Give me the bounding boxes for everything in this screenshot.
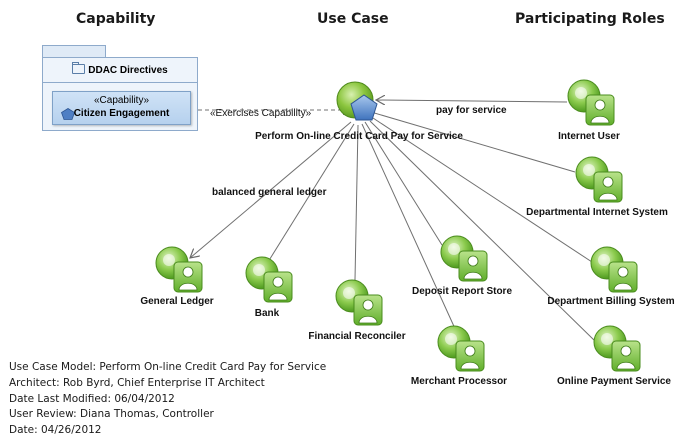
financial-reconciler-role-label: Financial Reconciler [308,331,406,342]
departmental-internet-system-role-icon[interactable] [574,155,626,205]
use-case-model-line: Use Case Model: Perform On-line Credit C… [9,361,327,373]
merchant-processor-role-label: Merchant Processor [410,376,508,387]
bank-role-icon[interactable] [244,255,296,305]
architect-line: Architect: Rob Byrd, Chief Enterprise IT… [9,376,265,389]
general-ledger-role-icon[interactable] [154,245,206,295]
ddac-directives-package[interactable]: DDAC Directives «Capability» Citizen Eng… [42,57,198,131]
date-modified-line: Date Last Modified: 06/04/2012 [9,392,175,405]
department-billing-system-role-label: Department Billing System [547,296,675,307]
online-payment-service-association[interactable] [369,120,597,343]
bank-role-label: Bank [254,308,280,319]
online-payment-service-role-icon[interactable] [592,324,644,374]
capability-name: Citizen Engagement [73,108,170,119]
financial-reconciler-role-icon[interactable] [334,278,386,328]
general-ledger-association[interactable] [190,121,352,258]
pay-for-service-label: pay for service [436,105,507,116]
exercises-capability-label: «Exercises Capability» [210,108,312,119]
use-case-column-header: Use Case [317,11,389,27]
citizen-engagement-capability[interactable]: «Capability» Citizen Engagement [52,91,191,125]
capability-stereotype: «Capability» [93,95,150,106]
use-case-icon[interactable] [334,80,384,128]
financial-reconciler-association[interactable] [354,124,359,281]
folder-icon [72,62,86,74]
model-metadata: Use Case Model: Perform On-line Credit C… [9,360,326,439]
capability-column-header: Capability [76,11,156,27]
balanced-general-ledger-label: balanced general ledger [212,187,327,198]
user-review-line: User Review: Diana Thomas, Controller [9,408,214,421]
package-name: DDAC Directives [88,65,168,76]
departmental-internet-system-role-label: Departmental Internet System [526,207,668,218]
package-divider [43,82,197,83]
deposit-report-store-role-icon[interactable] [439,234,491,284]
deposit-report-store-association[interactable] [364,121,443,246]
internet-user-role-label: Internet User [558,131,620,142]
department-billing-system-role-icon[interactable] [589,245,641,295]
package-tab [42,45,106,58]
internet-user-role-icon[interactable] [566,78,618,128]
merchant-processor-role-icon[interactable] [436,324,488,374]
merchant-processor-association[interactable] [361,123,458,334]
departmental-internet-system-association[interactable] [370,111,576,173]
review-date-line: Date: 04/26/2012 [9,424,102,437]
participating-roles-column-header: Participating Roles [515,11,665,27]
bank-association[interactable] [267,123,355,263]
general-ledger-role-label: General Ledger [140,296,214,307]
use-case-name: Perform On-line Credit Card Pay for Serv… [255,131,463,142]
package-title: DDAC Directives [43,62,197,76]
department-billing-system-association[interactable] [372,117,593,263]
capability-pentagon-icon [61,108,75,120]
deposit-report-store-role-label: Deposit Report Store [411,286,513,297]
online-payment-service-role-label: Online Payment Service [557,376,671,387]
internet-user-association[interactable] [376,100,568,102]
